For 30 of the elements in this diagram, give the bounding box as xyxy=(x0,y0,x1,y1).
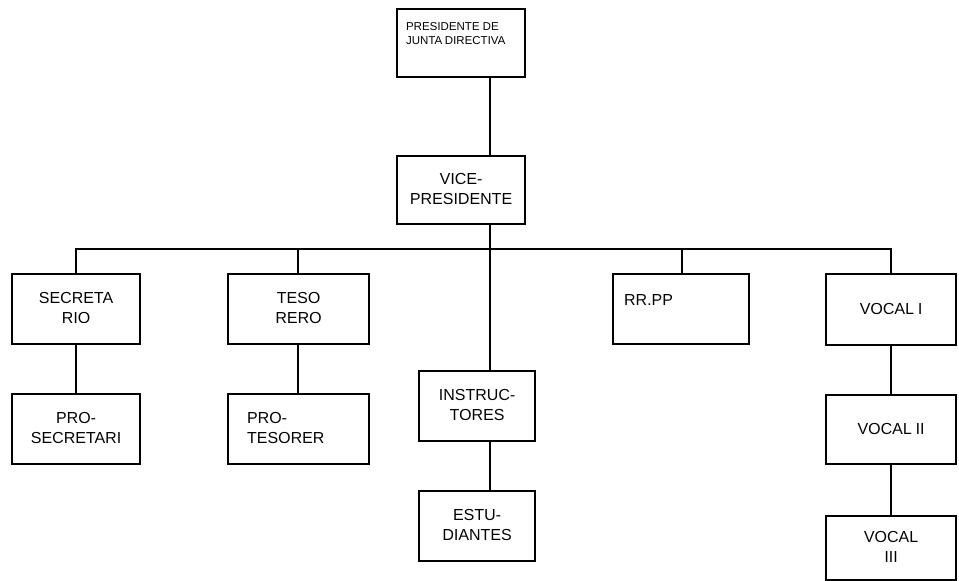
position-title: PRESIDENTE DE JUNTA DIRECTIVA xyxy=(406,20,506,49)
position-title: VOCAL II xyxy=(858,420,924,440)
position-box xyxy=(418,370,536,442)
position-box xyxy=(227,273,370,345)
connector-line xyxy=(890,465,892,515)
connector-line xyxy=(75,345,77,393)
position-title: VOCAL I xyxy=(860,300,922,320)
position-title: INSTRUC- TORES xyxy=(438,386,516,426)
position-title: TESO RERO xyxy=(274,289,323,329)
position-box xyxy=(612,273,750,345)
position-box xyxy=(825,273,957,346)
position-title: VICE- PRESIDENTE xyxy=(408,170,514,210)
position-title: PRO- TESORER xyxy=(247,409,326,449)
position-box xyxy=(227,393,370,465)
position-title: SECRETA RIO xyxy=(38,289,114,329)
position-box xyxy=(825,394,957,465)
connector-line xyxy=(489,78,491,155)
connector-line xyxy=(297,345,299,393)
connector-line xyxy=(489,442,491,490)
position-title: PRO- SECRETARI xyxy=(30,409,122,449)
position-box xyxy=(396,8,526,78)
position-box xyxy=(11,393,141,465)
position-title: ESTU- DIANTES xyxy=(441,506,513,546)
position-box xyxy=(396,155,526,225)
position-box xyxy=(825,515,957,581)
position-title: VOCAL III xyxy=(862,528,920,568)
position-title: RR.PP xyxy=(624,291,673,311)
position-box xyxy=(11,273,141,345)
connector-line xyxy=(890,346,892,394)
position-box xyxy=(418,490,536,562)
